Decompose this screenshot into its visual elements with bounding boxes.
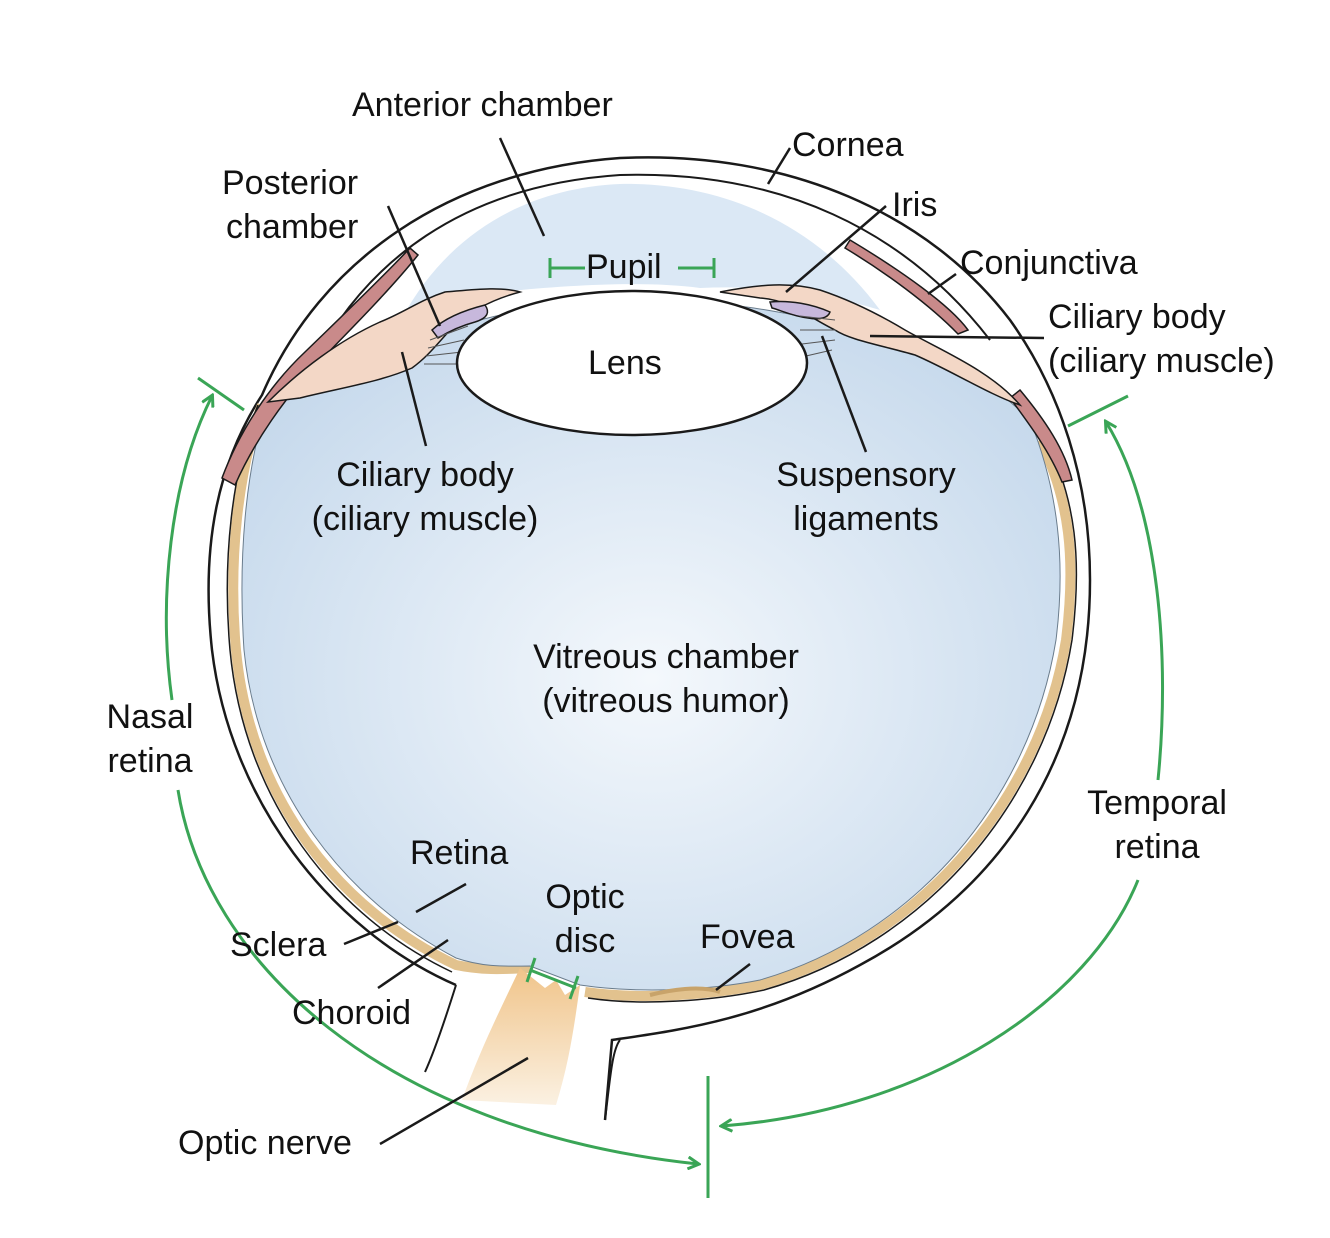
leader-retina xyxy=(415,882,467,914)
choroid-layer xyxy=(228,403,1076,1001)
label-suspensory-line2: ligaments xyxy=(793,500,939,538)
label-ciliary-body-left-line2: (ciliary muscle) xyxy=(311,500,539,538)
sclera-inner-line xyxy=(226,404,1078,1003)
nasal-retina-arc-upper xyxy=(164,396,212,701)
leader-optic-nerve xyxy=(379,1056,529,1146)
label-vitreous-line1: Vitreous chamber xyxy=(533,638,799,676)
label-iris: Iris xyxy=(892,186,938,224)
leader-conjunctiva xyxy=(927,272,957,296)
optic-disc-bracket xyxy=(525,957,580,1000)
label-optic-disc-line2: disc xyxy=(554,922,616,960)
leader-lines xyxy=(343,137,1045,1146)
iris-left xyxy=(430,304,489,339)
optic-nerve xyxy=(462,968,580,1105)
label-fovea: Fovea xyxy=(700,918,795,956)
label-ciliary-body-left-line1: Ciliary body xyxy=(336,456,514,494)
label-suspensory-line1: Suspensory xyxy=(776,456,956,494)
leader-suspensory xyxy=(820,335,868,453)
leader-anterior-chamber xyxy=(498,137,546,237)
leader-ciliary-body-left xyxy=(400,351,428,447)
cornea-inner-line xyxy=(299,173,991,391)
fovea-dip xyxy=(649,986,721,997)
label-posterior-chamber-line2: chamber xyxy=(226,208,359,246)
nasal-retina-arc-lower xyxy=(176,789,698,1164)
optic-nerve-sheath xyxy=(424,984,621,1121)
label-ciliary-body-right-line2: (ciliary muscle) xyxy=(1048,342,1275,380)
leader-fovea xyxy=(715,963,751,991)
label-anterior-chamber: Anterior chamber xyxy=(352,86,613,124)
label-optic-nerve: Optic nerve xyxy=(178,1124,352,1162)
label-temporal-retina-line2: retina xyxy=(1114,828,1200,866)
label-nasal-retina-line1: Nasal xyxy=(106,698,194,736)
label-cornea: Cornea xyxy=(792,126,904,164)
leader-iris xyxy=(785,205,887,293)
suspensory-ligaments xyxy=(424,315,836,365)
conjunctiva-right xyxy=(843,238,1073,483)
pupil-bracket xyxy=(548,258,716,278)
label-posterior-chamber-line1: Posterior xyxy=(222,164,359,202)
nasal-retina-boundary xyxy=(197,376,245,412)
conjunctiva-left xyxy=(221,246,420,487)
leader-choroid xyxy=(377,938,449,990)
leader-sclera xyxy=(343,920,399,946)
label-nasal-retina-line2: retina xyxy=(107,742,193,780)
leader-cornea xyxy=(766,147,792,185)
temporal-retina-boundary xyxy=(1067,394,1129,428)
label-temporal-retina-line1: Temporal xyxy=(1087,784,1227,822)
label-lens: Lens xyxy=(588,344,662,382)
label-ciliary-body-right-line1: Ciliary body xyxy=(1048,298,1226,336)
leader-posterior-chamber xyxy=(386,205,442,327)
leader-ciliary-body-right xyxy=(869,334,1045,340)
label-retina: Retina xyxy=(410,834,509,872)
temporal-retina-arc-upper xyxy=(1106,422,1165,781)
label-choroid: Choroid xyxy=(292,994,412,1032)
label-optic-disc-line1: Optic xyxy=(545,878,625,916)
temporal-retina-arc-lower xyxy=(722,879,1140,1126)
label-conjunctiva: Conjunctiva xyxy=(960,244,1138,282)
label-vitreous-line2: (vitreous humor) xyxy=(542,682,790,720)
label-pupil: Pupil xyxy=(586,248,662,286)
lens xyxy=(455,289,809,437)
label-sclera: Sclera xyxy=(230,926,327,964)
anterior-chamber xyxy=(402,183,880,318)
